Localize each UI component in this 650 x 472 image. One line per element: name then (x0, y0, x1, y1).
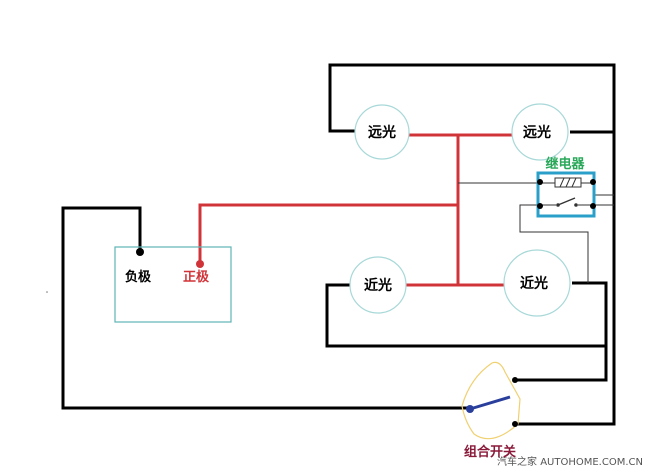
lamp-label: 远光 (523, 124, 551, 141)
switch-arm (469, 395, 511, 411)
relay-box (536, 171, 596, 218)
switch-contact-low (512, 377, 518, 383)
relay-pin (537, 179, 543, 185)
relay-coil-hatch-3 (571, 177, 577, 188)
lamp-high-beam-left: 远光 (354, 104, 410, 160)
watermark: 汽车之家 AUTOHOME.COM.CN (497, 455, 643, 468)
wire-low-loop (325, 281, 608, 348)
relay-pin (590, 203, 596, 209)
switch-contact-high (512, 421, 518, 427)
wire-switch-low-output (515, 346, 608, 382)
lamp-low-beam-left: 近光 (349, 256, 407, 314)
lamp-label: 近光 (364, 277, 392, 294)
relay: 继电器 (536, 156, 596, 218)
lamp-high-beam-right: 远光 (511, 103, 569, 161)
lamp-low-beam-right: 近光 (503, 249, 571, 317)
lamp-circle (349, 256, 407, 314)
lamp-circle (503, 249, 571, 317)
lamp-label: 近光 (520, 275, 548, 292)
negative-terminal (136, 248, 144, 256)
wire-relay-contact-out (519, 204, 589, 283)
positive-terminal (196, 260, 204, 268)
relay-coil-hatch-2 (565, 177, 571, 188)
black-wires (61, 63, 616, 426)
combination-switch: 组合开关 (461, 361, 521, 460)
stray-dot (46, 291, 48, 293)
lamp-label: 远光 (368, 124, 396, 141)
relay-contact-point (556, 203, 560, 207)
switch-label: 组合开关 (464, 444, 516, 460)
wire-positive-feed (198, 203, 458, 264)
wire-relay-control (593, 181, 614, 196)
lamp-circle (511, 103, 569, 161)
relay-pin (590, 179, 596, 185)
battery-box (114, 246, 232, 323)
relay-coil-hatch-1 (559, 177, 565, 188)
wire-negative-ground (61, 206, 468, 410)
relay-pin (537, 203, 543, 209)
red-wires (198, 133, 513, 287)
relay-label: 继电器 (545, 156, 585, 172)
relay-contact-point (574, 203, 578, 207)
negative-terminal-label: 负极 (125, 269, 152, 285)
switch-pivot (466, 405, 474, 413)
relay-contact-blade (557, 197, 576, 206)
positive-terminal-label: 正极 (183, 269, 210, 285)
battery: 负极 正极 (114, 246, 232, 323)
wire-top-loop (328, 63, 616, 426)
lamp-circle (354, 104, 410, 160)
switch-arc (461, 361, 521, 440)
